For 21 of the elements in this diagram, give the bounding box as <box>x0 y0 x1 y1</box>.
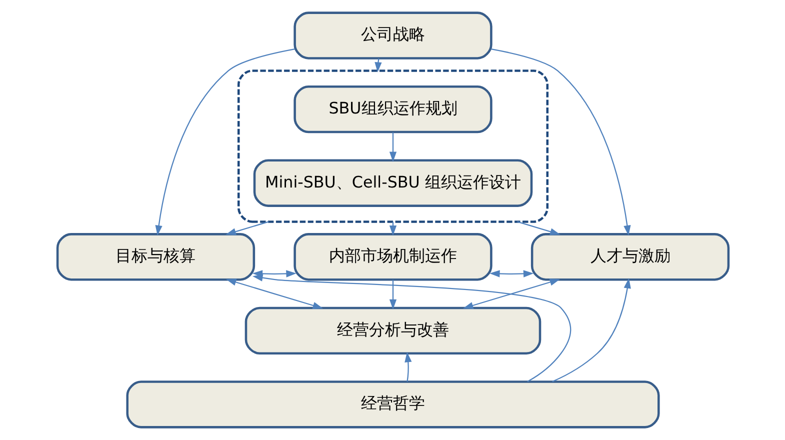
node-box: 内部市场机制运作 <box>293 233 492 281</box>
arrow <box>552 278 630 382</box>
arrow <box>388 132 396 162</box>
node-box: 人才与激励 <box>530 233 730 281</box>
arrow <box>490 48 630 236</box>
node-box: 经营哲学 <box>126 380 660 428</box>
arrow <box>516 221 560 236</box>
node-box: 目标与核算 <box>56 233 255 281</box>
node-box: SBU组织运作规划 <box>293 85 492 134</box>
arrow <box>252 274 571 382</box>
arrow <box>225 221 268 236</box>
arrow <box>462 278 560 309</box>
arrow <box>404 352 412 382</box>
node-box: 公司战略 <box>293 12 492 60</box>
arrow <box>225 278 323 309</box>
node-box: 经营分析与改善 <box>244 306 541 355</box>
arrow <box>154 48 294 236</box>
cluster <box>236 70 548 223</box>
node-box: Mini-SBU、Cell-SBU 组织运作设计 <box>252 159 532 207</box>
arrow <box>489 270 534 278</box>
arrow <box>388 280 396 310</box>
